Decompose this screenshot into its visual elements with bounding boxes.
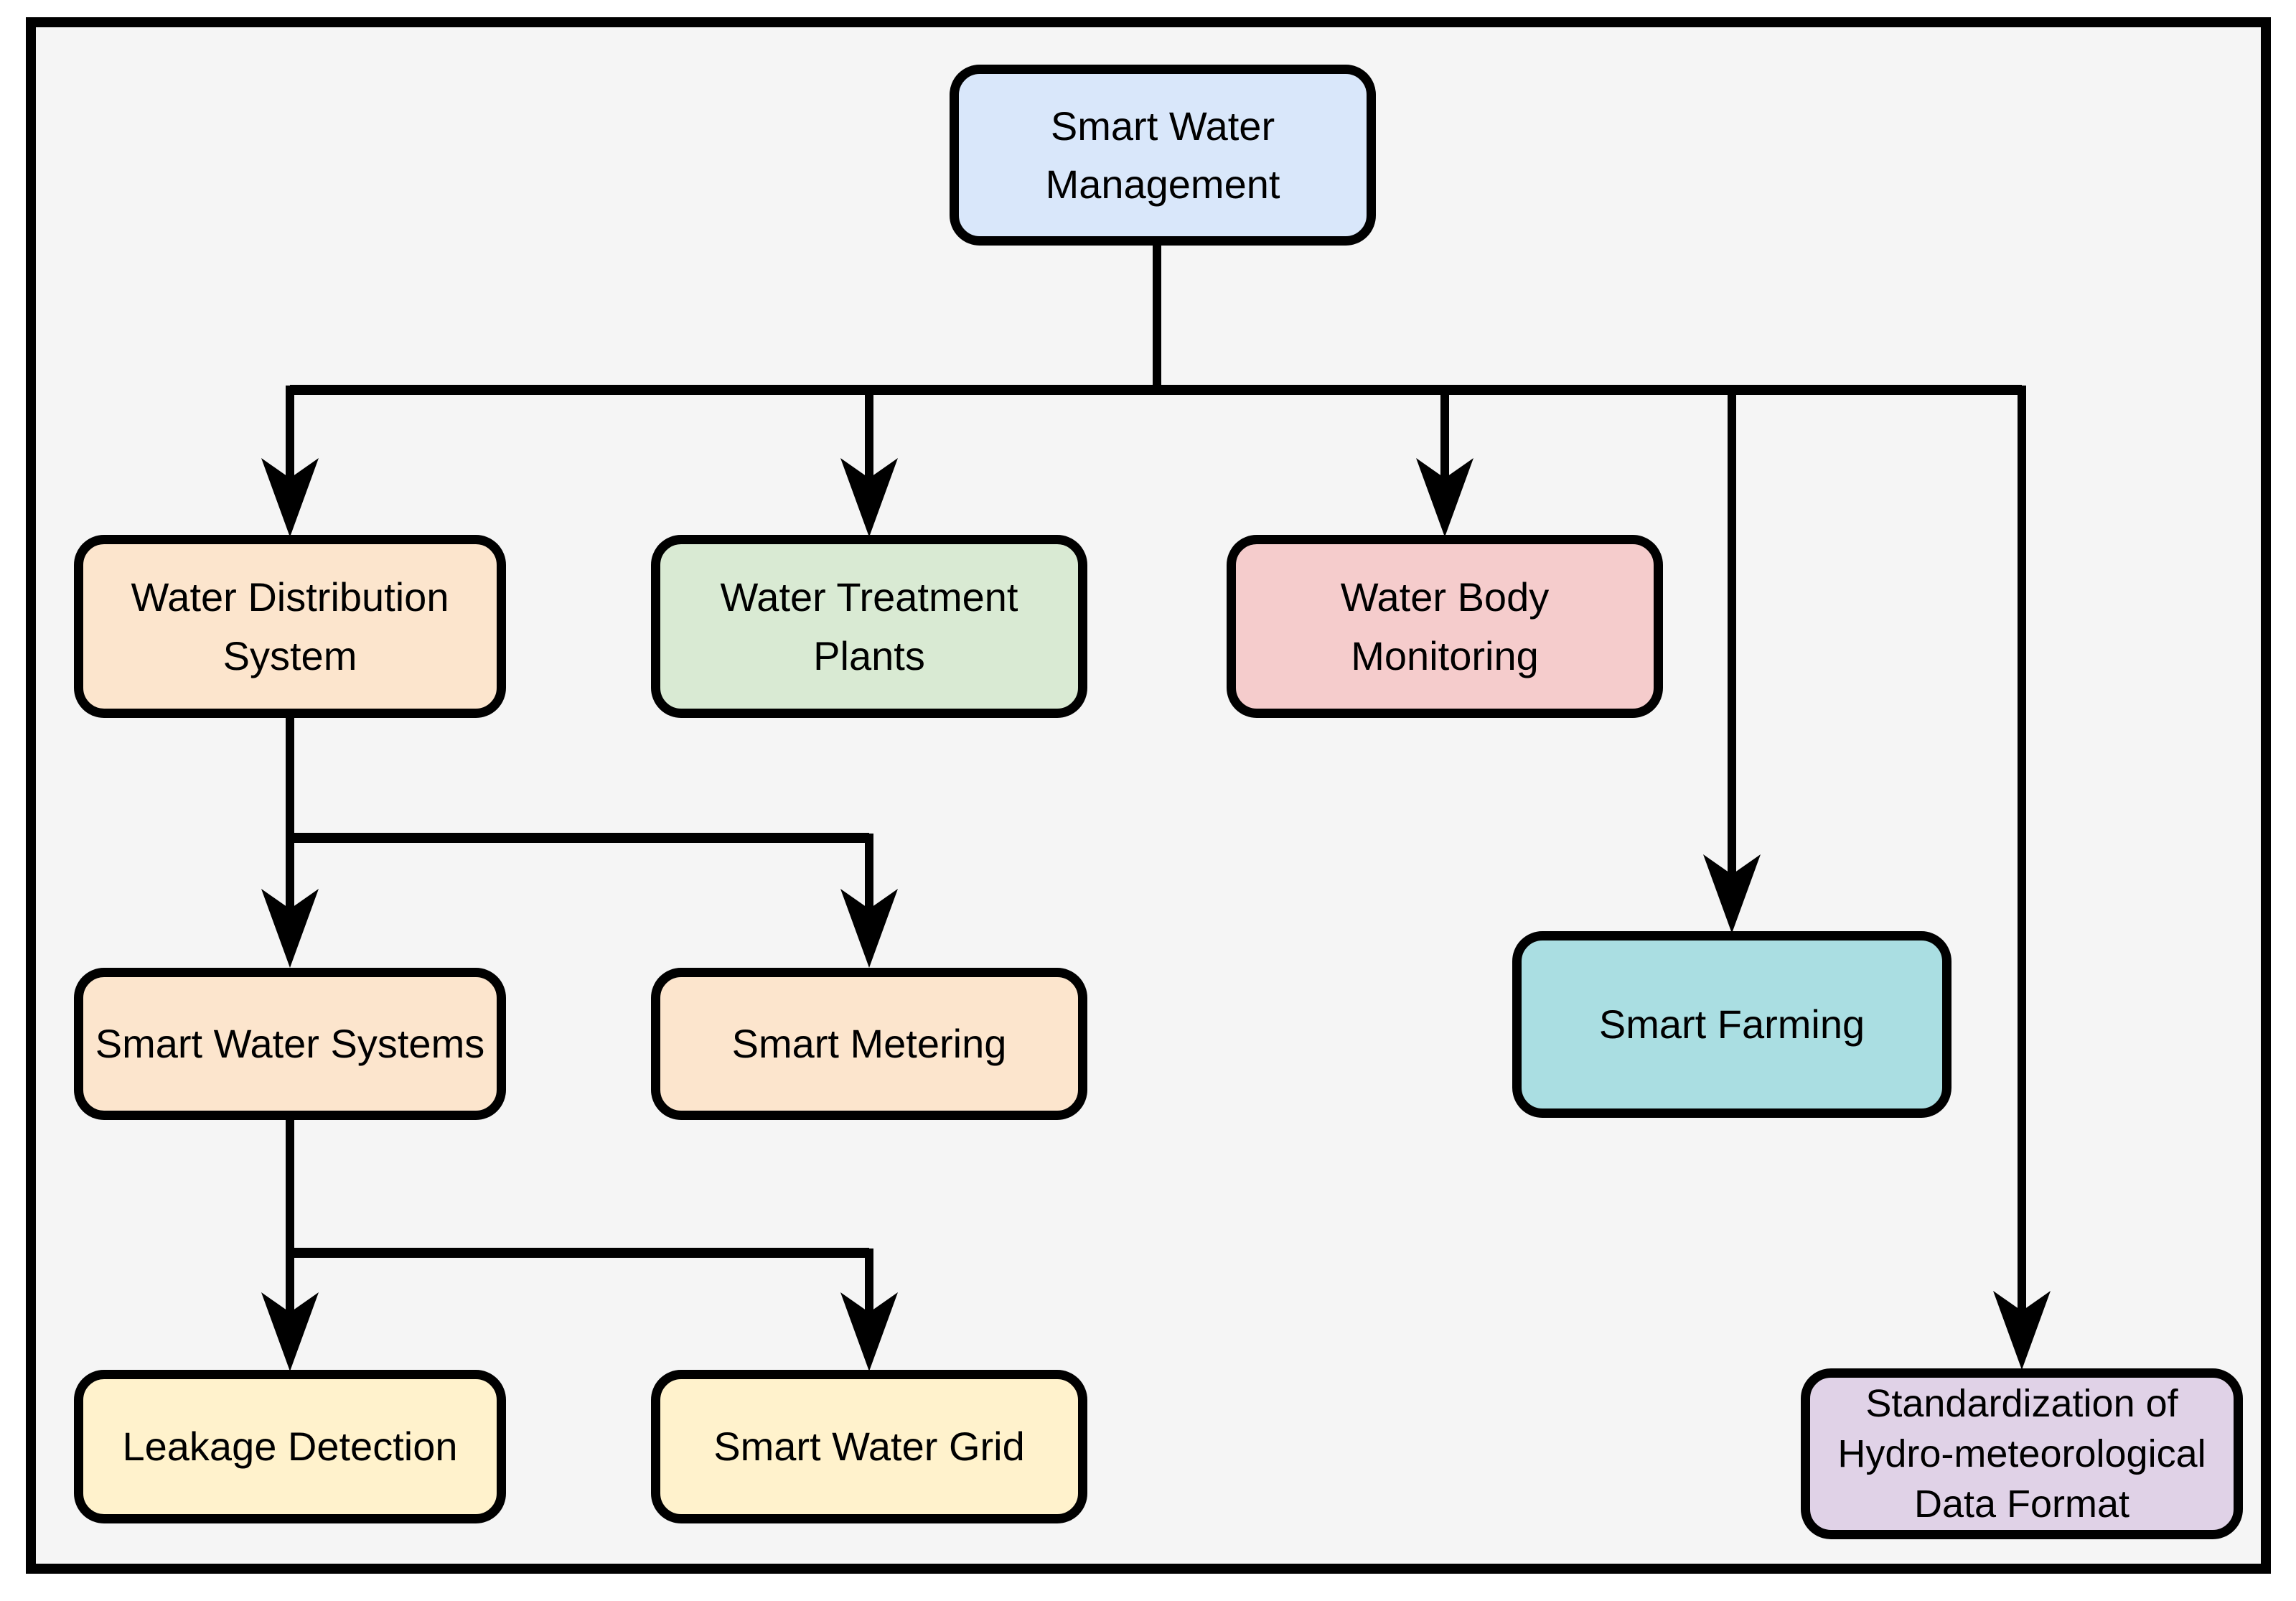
node-water-treatment-plants: Water Treatment Plants <box>651 535 1087 718</box>
node-leakage-detection: Leakage Detection <box>74 1370 506 1523</box>
node-standardization-hydro-meteorological-data-format: Standardization of Hydro-meteorological … <box>1801 1368 2243 1539</box>
node-water-body-monitoring: Water Body Monitoring <box>1227 535 1663 718</box>
node-smart-water-systems: Smart Water Systems <box>74 968 506 1120</box>
diagram-frame <box>26 17 2271 1574</box>
node-smart-farming: Smart Farming <box>1512 931 1951 1118</box>
node-smart-water-management: Smart Water Management <box>950 65 1376 246</box>
node-water-distribution-system: Water Distribution System <box>74 535 506 718</box>
node-smart-metering: Smart Metering <box>651 968 1087 1120</box>
node-smart-water-grid: Smart Water Grid <box>651 1370 1087 1523</box>
